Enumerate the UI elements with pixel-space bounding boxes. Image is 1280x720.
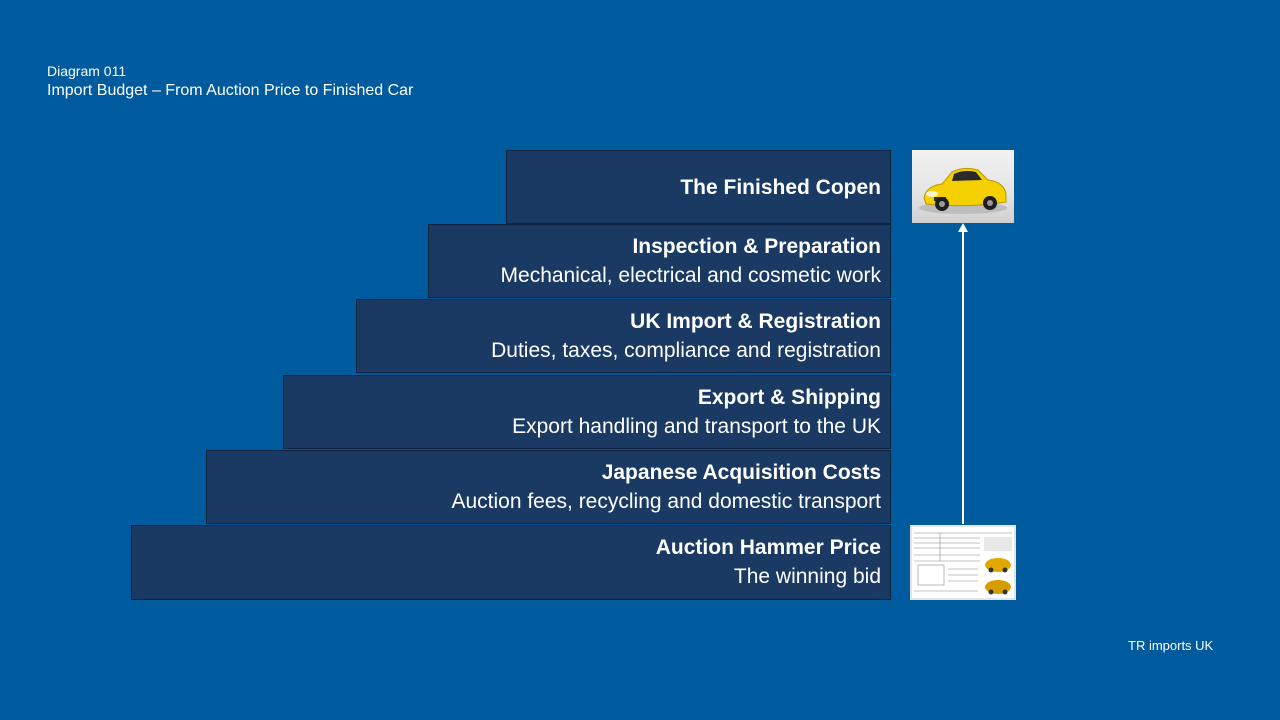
diagram-title: Import Budget – From Auction Price to Fi… bbox=[47, 82, 414, 99]
step-inspection-preparation: Inspection & Preparation Mechanical, ele… bbox=[428, 224, 891, 298]
step-title: Auction Hammer Price bbox=[655, 536, 881, 559]
step-uk-import-registration: UK Import & Registration Duties, taxes, … bbox=[356, 299, 891, 373]
auction-sheet-image bbox=[910, 525, 1016, 600]
step-title: Export & Shipping bbox=[697, 386, 881, 409]
diagram-id: Diagram 011 bbox=[47, 63, 127, 79]
arrow-up-icon bbox=[958, 223, 968, 232]
step-title: Japanese Acquisition Costs bbox=[601, 461, 881, 484]
diagram-header: Diagram 011 Import Budget – From Auction… bbox=[47, 62, 413, 102]
step-subtitle: Export handling and transport to the UK bbox=[512, 415, 881, 438]
step-subtitle: Auction fees, recycling and domestic tra… bbox=[451, 490, 881, 513]
step-title: The Finished Copen bbox=[680, 176, 881, 199]
progress-arrow-line bbox=[962, 232, 964, 524]
finished-car-image bbox=[912, 150, 1014, 223]
step-title: Inspection & Preparation bbox=[632, 235, 881, 258]
step-subtitle: Mechanical, electrical and cosmetic work bbox=[500, 264, 881, 287]
step-auction-hammer-price: Auction Hammer Price The winning bid bbox=[131, 525, 891, 600]
step-title: UK Import & Registration bbox=[630, 310, 881, 333]
footer-brand: TR imports UK bbox=[1128, 638, 1214, 653]
step-japanese-acquisition-costs: Japanese Acquisition Costs Auction fees,… bbox=[206, 450, 891, 524]
step-subtitle: The winning bid bbox=[733, 565, 881, 588]
step-finished-copen: The Finished Copen bbox=[506, 150, 891, 224]
step-subtitle: Duties, taxes, compliance and registrati… bbox=[491, 339, 881, 362]
step-export-shipping: Export & Shipping Export handling and tr… bbox=[283, 375, 891, 449]
